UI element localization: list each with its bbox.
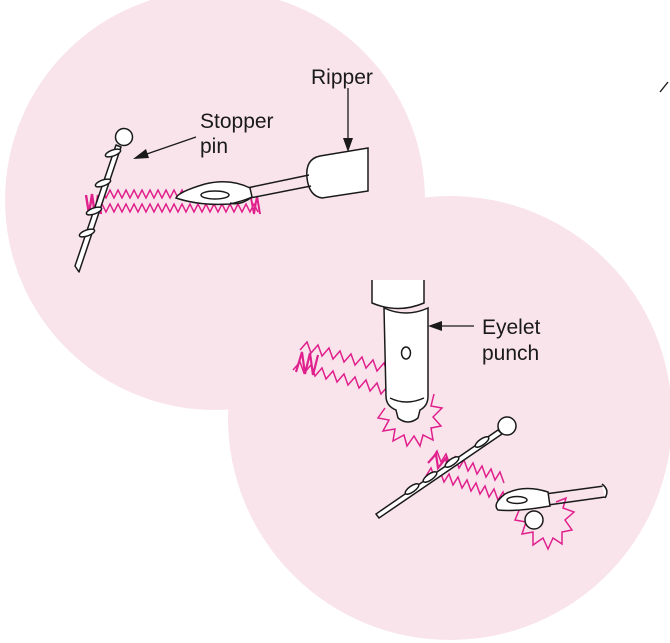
ripper-label: Ripper (311, 66, 373, 90)
eyelet-punch-label-line1: Eyelet (482, 316, 540, 340)
lower-right-circle (228, 196, 670, 640)
ripper-eye (201, 191, 229, 199)
stopper-pin-head (116, 129, 133, 146)
eyelet-punch-body (384, 308, 428, 422)
lower-pin-head (498, 417, 516, 435)
eyelet-punch-label-line2: punch (482, 342, 539, 366)
edge-tick-mark (660, 82, 668, 92)
lower-ripper-ball (525, 511, 543, 529)
background-circles (5, 0, 670, 640)
lower-ripper-eye (507, 497, 527, 504)
eyelet-punch-hole (402, 347, 411, 359)
stopper-pin-label-line1: Stopper (200, 110, 274, 134)
stopper-pin-label-line2: pin (200, 135, 228, 159)
eyelet-punch-handle (372, 280, 424, 309)
